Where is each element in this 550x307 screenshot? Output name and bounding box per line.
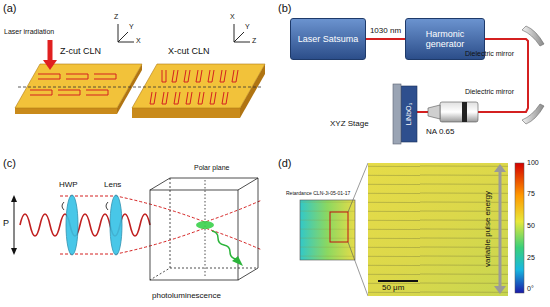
laser-box: Laser Satsuma <box>290 18 366 60</box>
panel-letter: (a) <box>3 2 16 14</box>
crystal-label: Z-cut CLN <box>60 47 101 57</box>
panel-letter: (b) <box>278 2 291 14</box>
component-label: HWP <box>59 181 78 190</box>
color-bar <box>515 163 524 293</box>
mirror <box>522 104 544 124</box>
colorbar-tick: 50 <box>527 222 535 230</box>
axis-label: X <box>136 37 141 45</box>
zoom-line <box>348 163 368 212</box>
sample-label: LiNbO₃ <box>405 103 413 126</box>
colorbar-tick: 75 <box>527 190 535 198</box>
laser-arrow <box>43 40 57 70</box>
photoluminescence-arrow <box>212 231 243 266</box>
axis-note: variable pulse energy <box>484 191 493 267</box>
sample-cube <box>150 178 258 280</box>
x-cut-crystal <box>132 64 265 118</box>
colorbar-tick: 100 <box>527 159 539 167</box>
crystal-top <box>15 64 142 108</box>
axes-z-cut <box>118 24 134 42</box>
objective-label: NA 0.65 <box>426 128 454 137</box>
panel-letter: (c) <box>3 157 16 169</box>
retardance-map <box>368 163 508 296</box>
axis-label: Y <box>245 23 250 31</box>
laser-beam <box>366 38 405 40</box>
polarization-arrow <box>11 195 17 255</box>
axis-label: Z <box>114 13 118 21</box>
axis-label: X <box>230 13 235 21</box>
map-stripes <box>368 163 508 296</box>
mirror <box>522 26 544 46</box>
pulse-energy-arrow <box>494 164 506 294</box>
polarization-label: P <box>3 219 9 229</box>
stage-label: XYZ Stage <box>330 120 369 129</box>
zoom-box <box>330 212 348 242</box>
inset-title: Retardance CLN-Ji-05-01-17 <box>286 191 350 197</box>
crystal-top <box>132 64 265 108</box>
axes-x-cut <box>234 24 250 42</box>
mirror-label: Dielectric mirror <box>465 88 514 96</box>
component-label: Lens <box>104 181 121 190</box>
scale-bar <box>378 280 418 282</box>
mirror-label: Dielectric mirror <box>465 50 514 58</box>
rotation-mark <box>106 202 108 210</box>
dashed-line <box>18 87 262 88</box>
panel-letter: (d) <box>278 157 291 169</box>
scale-label: 50 μm <box>382 284 404 293</box>
sample-slab <box>393 84 417 144</box>
colorbar-tick: 0° <box>527 285 534 293</box>
written-tracks <box>30 74 116 95</box>
crystal-side <box>132 108 240 118</box>
box-text: Laser Satsuma <box>298 34 359 44</box>
focal-spot <box>196 221 214 229</box>
emission-label: photoluminescence <box>152 292 221 301</box>
inset-stripes <box>300 200 355 260</box>
axis-label: Y <box>129 23 134 31</box>
box-text: Harmonic generator <box>411 29 479 50</box>
crystal-label: X-cut CLN <box>168 47 210 57</box>
z-cut-crystal <box>15 64 142 114</box>
lens <box>110 195 122 255</box>
light-wave <box>20 214 150 236</box>
wavelength-label: 1030 nm <box>369 27 402 36</box>
focused-beam <box>60 196 262 254</box>
colorbar-tick: 25 <box>527 254 535 262</box>
half-wave-plate <box>66 195 78 255</box>
plane-label: Polar plane <box>193 164 230 172</box>
laser-label: Laser irradiation <box>4 28 54 36</box>
inset-map <box>300 200 355 260</box>
rotation-mark <box>62 202 64 210</box>
zoom-line <box>348 242 368 296</box>
axis-label: Z <box>252 37 256 45</box>
crystal-side <box>15 108 117 114</box>
objective-lens <box>428 102 478 122</box>
